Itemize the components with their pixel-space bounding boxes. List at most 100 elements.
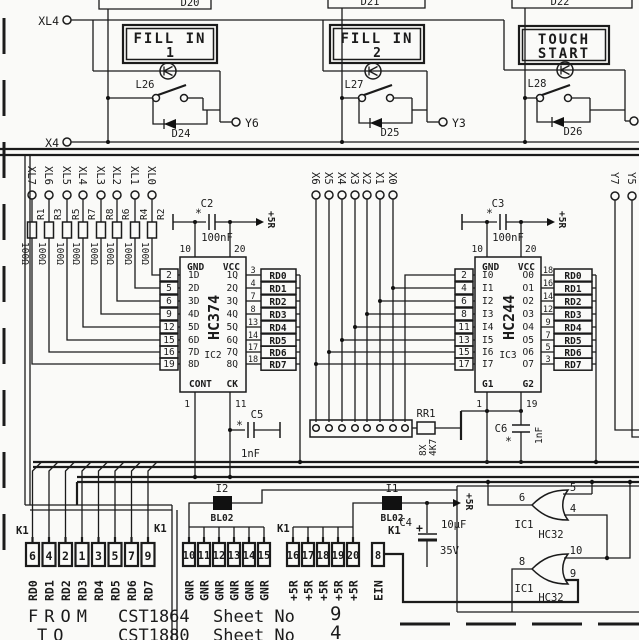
- terminal-label: X0: [386, 172, 398, 185]
- pin-number: 1: [79, 549, 86, 563]
- lamp-icon: [364, 62, 382, 80]
- net-label: RD3: [76, 580, 90, 601]
- pin-label: GND: [187, 262, 204, 273]
- footer-to: TO: [37, 626, 69, 640]
- cap-value: 1nF: [241, 448, 260, 460]
- pin-number: 12: [213, 550, 226, 562]
- filter-part: BL02: [211, 513, 234, 524]
- pin-number: 17: [458, 359, 469, 370]
- pin-number: 5: [166, 283, 172, 294]
- resistor-value: 100Ω: [88, 242, 99, 265]
- net-label: RD2: [564, 297, 581, 308]
- polarity-mark: +: [416, 521, 423, 535]
- capacitor-c2: +5R C2 100nF *: [172, 198, 276, 244]
- net-label: +5R: [317, 580, 331, 601]
- diode-icon: [551, 117, 564, 127]
- input-xl2: XL2 R6 100Ω: [104, 166, 160, 302]
- terminal-label: XL5: [60, 166, 72, 185]
- pin-label: I1: [482, 283, 494, 294]
- net-label: RD1: [43, 580, 57, 601]
- terminal-label: Y3: [452, 116, 466, 130]
- pin-label: I7: [482, 359, 493, 370]
- pin-number: 13: [228, 550, 241, 562]
- resistor-network-ref: RR1: [417, 408, 436, 420]
- pin-label: 3D: [188, 296, 200, 307]
- terminal-x2: X2: [360, 172, 455, 422]
- input-xl0: XL0 R2 100Ω: [139, 166, 167, 276]
- gnr-pin-group: 10 11 12 13 14 15 GNR GNR GNR GNR GNR GN…: [181, 526, 272, 601]
- data-bus: [33, 459, 639, 505]
- resistor-ref: R2: [156, 209, 167, 220]
- net-label: RD0: [26, 580, 40, 601]
- pin-label: O1: [523, 283, 535, 294]
- pin-number: 10: [472, 244, 484, 255]
- pin-label: O6: [523, 347, 535, 358]
- pin-label: 4D: [188, 309, 200, 320]
- net-label: RD3: [269, 310, 286, 321]
- net-label: RD2: [269, 297, 286, 308]
- pin-number: 11: [458, 322, 470, 333]
- cap-ref: C5: [251, 409, 264, 421]
- page-border: [0, 18, 639, 640]
- top-junction-dots: [106, 96, 527, 144]
- resistor-value: 100Ω: [104, 242, 115, 265]
- resistor-ref: R8: [105, 208, 116, 220]
- pin-number: 9: [570, 568, 576, 580]
- bus-fan-wires: [31, 461, 158, 538]
- pin-number: 2: [461, 270, 467, 281]
- filter-ref: I2: [216, 483, 229, 495]
- pin-number: 16: [543, 279, 553, 289]
- cap-ref: C6: [495, 423, 508, 435]
- net-label: +5R: [332, 580, 346, 601]
- lamp-block-touchstart: TOUCH START L28 D26: [504, 24, 639, 138]
- terminal-label: X4: [45, 136, 59, 150]
- connector-ref: K1: [277, 523, 290, 535]
- switch-icon: [108, 83, 203, 103]
- pin-number: 14: [543, 292, 553, 302]
- terminal-label: X3: [348, 172, 360, 185]
- resistor-network-value: 4K7: [428, 439, 439, 456]
- footer-part-to: CST1880: [118, 626, 190, 640]
- pin-label: O5: [523, 335, 534, 346]
- terminal-label: X4: [335, 172, 347, 185]
- x-input-array: X6 X5 X4 X3 X2 X1 X0: [309, 172, 455, 422]
- pin-number: 3: [95, 549, 102, 563]
- k1-left-net-labels: RD0 RD1 RD2 RD3 RD4 RD5 RD6 RD7: [26, 580, 156, 601]
- pin-number: 20: [234, 244, 246, 255]
- resistor-ref: R1: [36, 208, 47, 220]
- net-label: RD5: [269, 336, 286, 347]
- pin-number: 13: [248, 318, 258, 328]
- pin-number: 7: [250, 292, 255, 302]
- terminal-label: XL0: [145, 166, 157, 185]
- lamp-caption-2: 2: [373, 46, 381, 61]
- net-label: GNR: [198, 580, 212, 601]
- pin-number: 8: [250, 305, 255, 315]
- net-label: RD3: [564, 310, 581, 321]
- pin-number: 6: [519, 492, 525, 504]
- pin-label: I0: [482, 270, 494, 281]
- pin-label: 6Q: [227, 335, 239, 346]
- pin-label: 3Q: [227, 296, 239, 307]
- pin-number: 15: [258, 550, 271, 562]
- pin-number: 9: [166, 309, 172, 320]
- ic-part-number: HC374: [205, 295, 223, 340]
- diode-ref: D24: [172, 128, 191, 140]
- terminal-x1: X1: [373, 172, 455, 422]
- pin-number: 7: [545, 331, 550, 341]
- pin-number: 9: [545, 318, 550, 328]
- pin-number: 20: [347, 550, 360, 562]
- ic-reference: IC3: [499, 350, 516, 361]
- terminal-y6: Y6: [231, 116, 259, 130]
- lamp-block-fillin2: FILL IN 2 L27 D25: [323, 23, 466, 139]
- pin-label: CK: [227, 379, 239, 390]
- input-xl6: XL6 R3 100Ω: [36, 166, 160, 353]
- net-label: RD6: [564, 348, 581, 359]
- net-label: RD1: [564, 284, 581, 295]
- terminal-label: XL1: [128, 166, 140, 185]
- pin-number: 8: [461, 309, 467, 320]
- pin-number: 8: [519, 556, 525, 568]
- pin-number: 15: [458, 347, 469, 358]
- resistor-ref: R7: [87, 209, 98, 220]
- terminal-x3: X3: [348, 172, 455, 422]
- power-arrow-icon: [453, 499, 461, 507]
